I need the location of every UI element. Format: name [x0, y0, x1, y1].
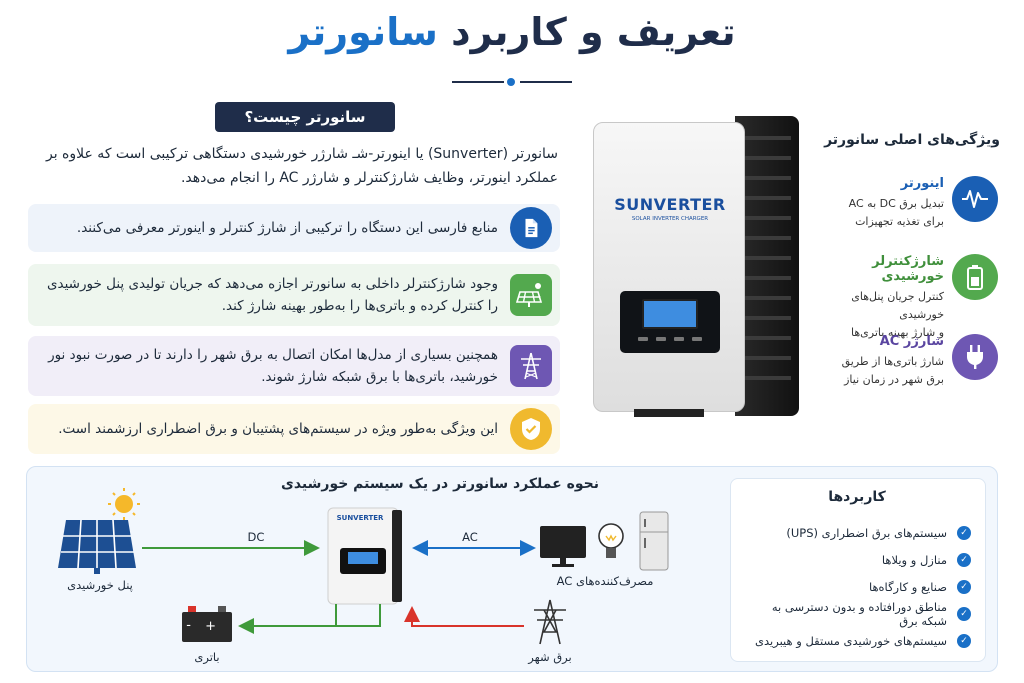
applications-title: کاربردها	[828, 489, 886, 505]
plug-icon	[952, 334, 998, 380]
check-icon: ✓	[957, 633, 971, 648]
inverter-front: SUNVERTER SOLAR INVERTER CHARGER	[593, 122, 745, 417]
what-is-heading: سانورتر چیست؟	[215, 102, 395, 132]
check-icon: ✓	[957, 525, 971, 540]
feature-1-line-2: برای تغذیه تجهیزات	[855, 215, 944, 228]
feature-ac-charger: شارژر AC شارژ باتری‌ها از طریق برق شهر د…	[812, 334, 1012, 389]
sunverter-product-image: SUNVERTER SOLAR INVERTER CHARGER	[585, 110, 800, 420]
feature-3-line-1: شارژ باتری‌ها از طریق	[841, 355, 944, 368]
check-icon: ✓	[957, 579, 971, 594]
list-item: ✓مناطق دورافتاده و بدون دسترسی به شبکه ب…	[743, 600, 971, 628]
info-card-4: این ویژگی به‌طور ویژه در سیستم‌های پشتیب…	[28, 404, 560, 454]
feature-3-line-2: برق شهر در زمان نیاز	[844, 373, 944, 386]
lightbulb-icon	[598, 523, 624, 558]
feature-2-title: شارژکنترلر خورشیدی	[872, 254, 944, 284]
feature-2-line-2: و شارژ بهینه باتری‌ها	[851, 326, 944, 339]
power-tower-icon	[510, 345, 552, 387]
document-icon	[510, 207, 552, 249]
ac-label: AC	[462, 530, 478, 544]
consumers-label: مصرف‌کننده‌های AC	[556, 574, 654, 588]
device-brand: SUNVERTER	[336, 514, 384, 522]
waveform-icon	[952, 176, 998, 222]
grid-label: برق شهر	[528, 650, 572, 664]
how-it-works-title: نحوه عملکرد سانورتر در یک سیستم خورشیدی	[280, 476, 599, 492]
list-item: ✓سیستم‌های برق اضطراری (UPS)	[743, 519, 971, 546]
svg-text:-: -	[186, 618, 191, 633]
solar-panel-icon	[510, 274, 552, 316]
title-divider	[452, 78, 572, 86]
diagram-svg: - +	[58, 488, 669, 645]
list-item: ✓منازل و ویلاها	[743, 546, 971, 573]
list-item: ✓سیستم‌های خورشیدی مستقل و هیبریدی	[743, 627, 971, 654]
system-diagram: - + پنل خورشیدی DC AC SUNVERTER مصرف‌کنن…	[40, 486, 720, 672]
feature-2-line-1: کنترل جریان پنل‌های خورشیدی	[851, 290, 944, 321]
monitor-icon	[540, 526, 586, 567]
sunverter-device-icon	[327, 507, 402, 605]
title-part-1: تعریف و کاربرد	[451, 10, 736, 54]
solar-panel-diagram-icon	[58, 519, 136, 574]
product-brand: SUNVERTER	[614, 195, 726, 214]
info-card-2: وجود شارژکنترلر داخلی به سانورتر اجازه م…	[28, 264, 560, 326]
check-icon: ✓	[957, 552, 971, 567]
info-card-3-text: همچنین بسیاری از مدل‌ها امکان اتصال به ب…	[48, 347, 498, 385]
info-card-2-text: وجود شارژکنترلر داخلی به سانورتر اجازه م…	[46, 276, 498, 314]
refrigerator-icon	[639, 511, 669, 571]
title-part-2: سانورتر	[288, 10, 438, 54]
battery-discharge-line	[336, 604, 381, 627]
panel-buttons	[638, 337, 702, 341]
battery-icon	[952, 254, 998, 300]
control-panel	[620, 291, 720, 353]
page-title: تعریف و کاربرد سانورتر	[0, 10, 1024, 54]
applications-list: ✓سیستم‌های برق اضطراری (UPS) ✓منازل و وی…	[743, 519, 971, 654]
lcd-screen	[642, 299, 698, 329]
heat-sink	[735, 116, 799, 416]
battery-charge-line	[238, 604, 337, 634]
grid-line	[404, 606, 524, 627]
product-subtitle: SOLAR INVERTER CHARGER	[631, 216, 709, 222]
list-item: ✓صنایع و کارگاه‌ها	[743, 573, 971, 600]
intro-paragraph: سانورتر (Sunverter) یا اینورتر-شـ شارژر …	[45, 146, 558, 186]
feature-solar-charge-controller: شارژکنترلر خورشیدی کنترل جریان پنل‌های خ…	[812, 254, 1012, 342]
feature-1-title: اینورتر	[900, 176, 944, 191]
dc-label: DC	[247, 530, 265, 544]
svg-text:+: +	[205, 619, 216, 634]
applications-box: کاربردها ✓سیستم‌های برق اضطراری (UPS) ✓م…	[730, 478, 986, 662]
sun-icon	[108, 488, 140, 520]
battery-label: باتری	[194, 650, 220, 664]
solar-panel-label: پنل خورشیدی	[67, 578, 133, 592]
check-icon: ✓	[957, 606, 971, 621]
shield-check-icon	[510, 408, 552, 450]
info-card-1-text: منابع فارسی این دستگاه را ترکیبی از شارژ…	[76, 220, 498, 236]
feature-1-line-1: تبدیل برق DC به AC	[848, 197, 944, 210]
power-tower-diagram-icon	[534, 599, 566, 645]
feature-3-title: شارژر AC	[879, 334, 944, 349]
battery-diagram-icon: - +	[182, 606, 232, 642]
feature-inverter: اینورتر تبدیل برق DC به AC برای تغذیه تج…	[812, 176, 1012, 231]
features-title: ویژگی‌های اصلی سانورتر	[824, 132, 1000, 148]
info-card-1: منابع فارسی این دستگاه را ترکیبی از شارژ…	[28, 204, 560, 252]
info-card-3: همچنین بسیاری از مدل‌ها امکان اتصال به ب…	[28, 336, 560, 396]
info-card-4-text: این ویژگی به‌طور ویژه در سیستم‌های پشتیب…	[58, 421, 498, 437]
